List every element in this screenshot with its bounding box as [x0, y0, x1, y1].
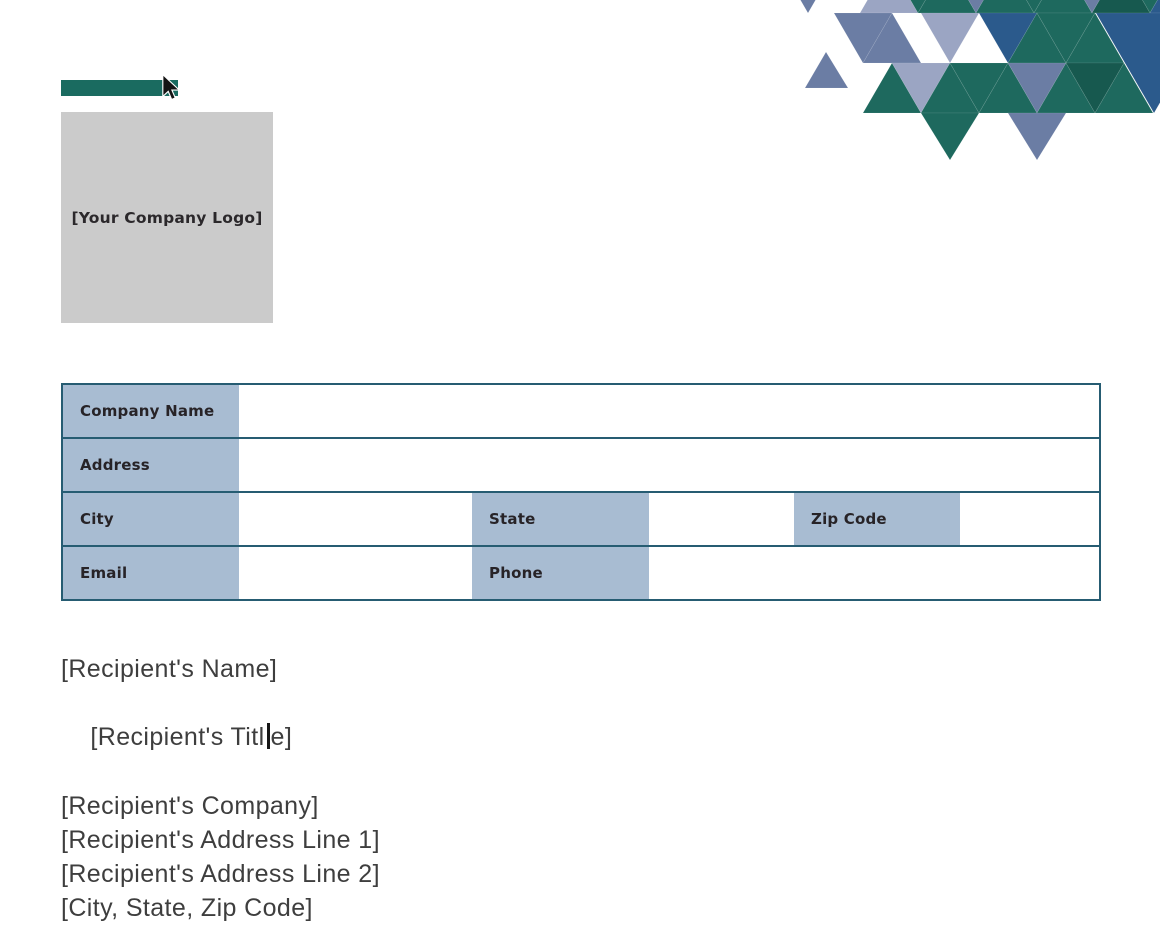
state-label: State	[472, 493, 649, 545]
recipient-title-text-before-caret: [Recipient's Titl	[90, 723, 265, 752]
address-label: Address	[63, 439, 239, 491]
company-logo-placeholder-text: [Your Company Logo]	[71, 208, 263, 227]
company-logo-placeholder[interactable]: [Your Company Logo]	[61, 112, 273, 323]
recipient-title-text-after-caret: e]	[270, 723, 293, 752]
recipient-address1-line[interactable]: [Recipient's Address Line 1]	[61, 826, 380, 855]
phone-field[interactable]	[649, 547, 1099, 599]
city-field[interactable]	[239, 493, 472, 545]
state-field[interactable]	[649, 493, 794, 545]
table-row: Address	[63, 437, 1099, 491]
address-field[interactable]	[239, 439, 1099, 491]
table-row: Email Phone	[63, 545, 1099, 599]
recipient-city-state-zip-line[interactable]: [City, State, Zip Code]	[61, 894, 313, 923]
recipient-name-line[interactable]: [Recipient's Name]	[61, 655, 278, 683]
email-field[interactable]	[239, 547, 472, 599]
email-label: Email	[63, 547, 239, 599]
phone-label: Phone	[472, 547, 649, 599]
recipient-company-line[interactable]: [Recipient's Company]	[61, 791, 319, 820]
accent-bar	[61, 80, 178, 96]
sender-info-table: Company Name Address City State Zip Code…	[61, 383, 1101, 601]
zip-code-field[interactable]	[960, 493, 1099, 545]
table-row: Company Name	[63, 385, 1099, 437]
zip-code-label: Zip Code	[794, 493, 960, 545]
recipient-address2-line[interactable]: [Recipient's Address Line 2]	[61, 860, 380, 889]
table-row: City State Zip Code	[63, 491, 1099, 545]
company-name-field[interactable]	[239, 385, 1099, 437]
city-label: City	[63, 493, 239, 545]
text-caret	[266, 723, 270, 750]
company-name-label: Company Name	[63, 385, 239, 437]
triangle-mosaic-decoration	[800, 0, 1160, 161]
